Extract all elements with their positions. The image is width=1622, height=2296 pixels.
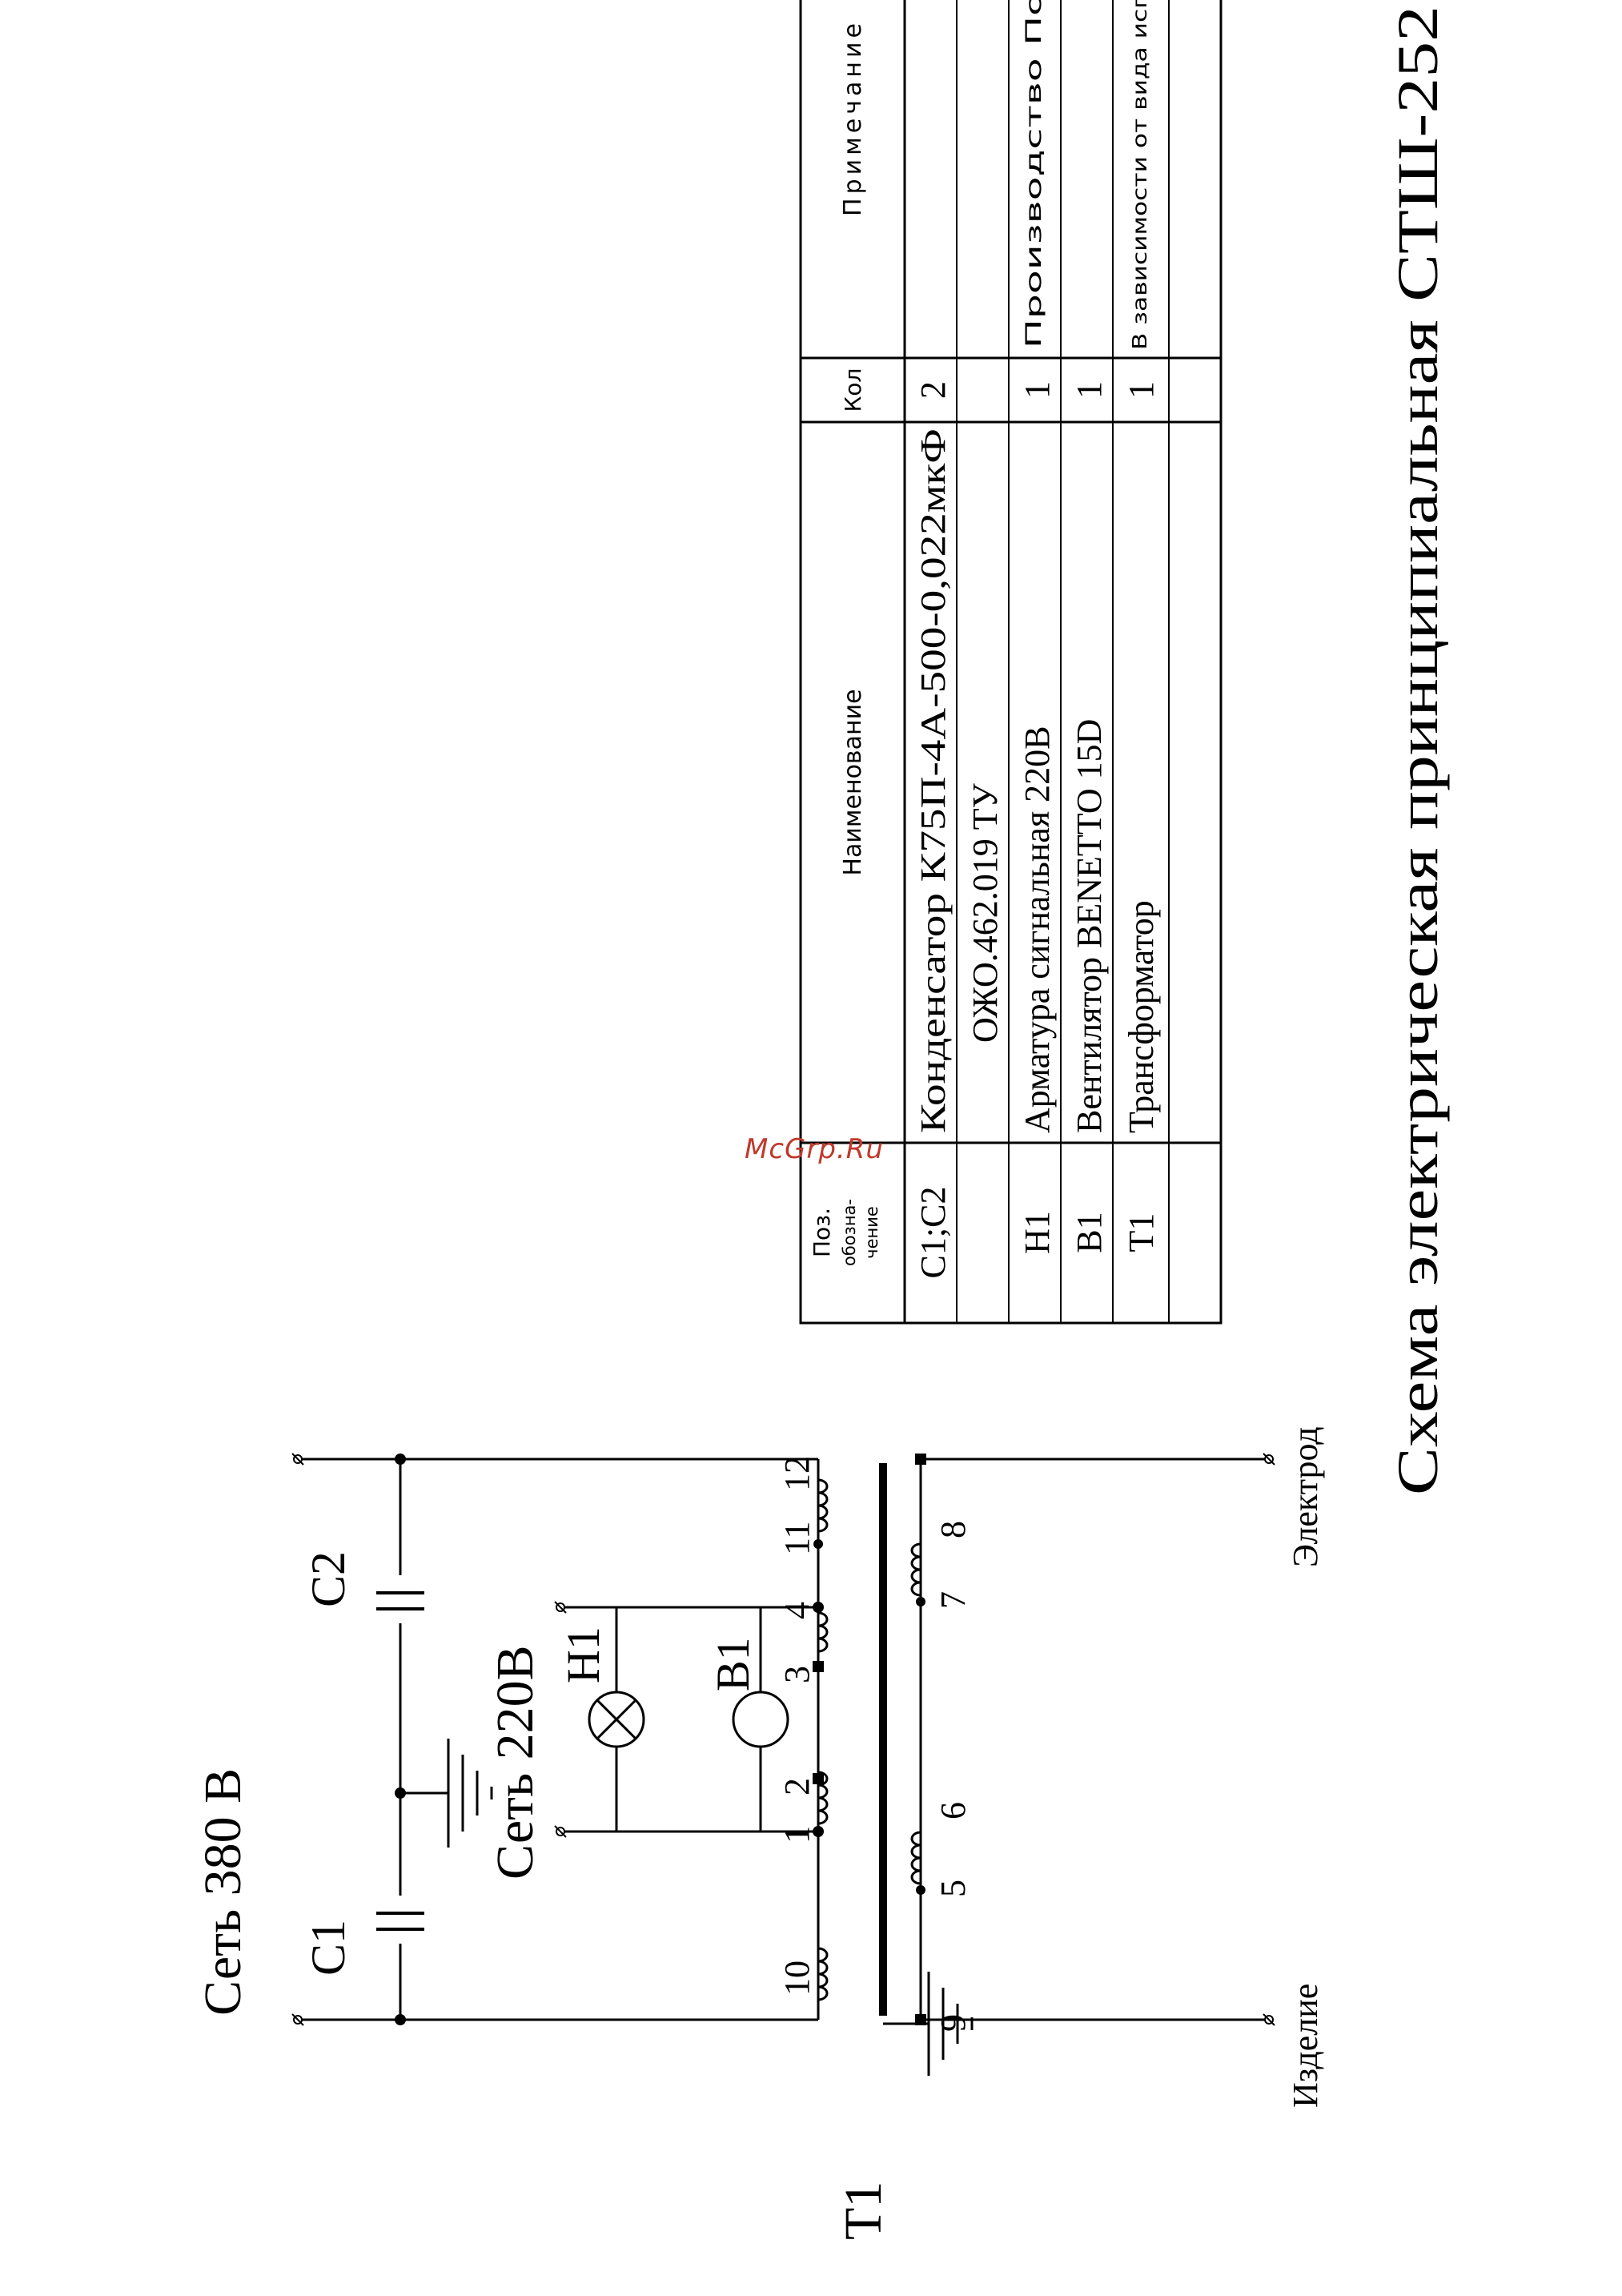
bom-table: [799, 0, 1223, 1325]
winding-terminal-number: 8: [933, 1521, 973, 1538]
terminal-icon: [1263, 1453, 1275, 1466]
bom-cell-name: Трансформатор: [1122, 900, 1161, 1133]
terminal-icon: [291, 2013, 304, 2026]
junction-dots: [395, 1454, 926, 2025]
terminal-icon: [1263, 2013, 1275, 2026]
bom-header-pos: чение: [862, 1206, 881, 1259]
bom-cell-pos: T1: [1122, 1213, 1161, 1253]
label-h1: H1: [557, 1627, 609, 1683]
bom-cell-pos: H1: [1018, 1211, 1057, 1254]
watermark: McGrp.Ru: [745, 1133, 884, 1165]
capacitor-c2: [376, 1575, 424, 1623]
bom-cell-note: Производство Польша: [1022, 0, 1046, 348]
bom-cell-name: Арматура сигнальная 220В: [1018, 726, 1057, 1134]
bom-cell-pos: B1: [1070, 1212, 1109, 1253]
winding-terminal-number: 10: [777, 1960, 817, 1996]
winding-terminal-number: 1: [777, 1826, 817, 1844]
bom-cell-name: Конденсатор К75П-4А-500-0,022мкФ: [913, 428, 953, 1133]
winding-terminal-number: 4: [777, 1602, 817, 1619]
lamp-h1-icon: [588, 1691, 645, 1748]
bom-table-border: [799, 0, 1223, 1325]
capacitor-c1: [376, 1896, 424, 1944]
bom-header-pos: обозна-: [840, 1199, 859, 1266]
winding-terminal-number: 7: [933, 1591, 973, 1609]
bom-cell-note: В зависимости от вида исполнения: [1128, 0, 1151, 350]
bom-header-pos: Поз.: [809, 1208, 835, 1257]
label-b1: B1: [707, 1637, 759, 1691]
fan-b1-icon: [732, 1691, 789, 1748]
diagram-title: Схема электрическая принципиальная СТШ-2…: [1386, 6, 1450, 1495]
winding-terminal-number: 5: [933, 1880, 973, 1897]
secondary-coils: [910, 1542, 921, 1885]
bom-cell-qty: 2: [913, 381, 953, 399]
label-product: Изделие: [1286, 1984, 1325, 2108]
bom-header-note: Примечание: [839, 19, 867, 216]
label-c2: C2: [302, 1551, 355, 1607]
label-electrode: Электрод: [1286, 1426, 1325, 1567]
terminal-icon: [291, 1453, 304, 1466]
winding-terminal-number: 12: [777, 1456, 817, 1491]
bom-header-name: Наименование: [839, 689, 867, 875]
bom-cell-name: Вентилятор BENETTO 15D: [1070, 719, 1109, 1133]
winding-terminal-number: 2: [777, 1778, 817, 1795]
primary-coils: [817, 1478, 829, 2001]
label-mains-220: Сеть 220В: [486, 1645, 544, 1880]
bom-cell-qty: 1: [1070, 381, 1109, 399]
bom-cell-qty: 1: [1018, 381, 1057, 399]
winding-terminal-number: 6: [933, 1802, 973, 1820]
circuit: [296, 1458, 1269, 2076]
winding-terminal-number: 11: [777, 1522, 817, 1555]
winding-terminal-number: 9: [933, 2014, 973, 2032]
terminal-icon: [554, 1601, 567, 1614]
label-mains-380: Сеть 380 В: [194, 1768, 252, 2016]
terminal-icon: [554, 1825, 567, 1838]
winding-terminal-number: 3: [777, 1666, 817, 1683]
bom-header-qty: Кол: [840, 368, 866, 412]
label-t1: T1: [834, 2181, 893, 2240]
bom-cell-name: ОЖО.462.019 ТУ: [966, 782, 1005, 1043]
label-c1: C1: [302, 1920, 355, 1976]
bom-cell-qty: 1: [1122, 381, 1161, 399]
bom-cell-pos: C1;C2: [913, 1187, 953, 1279]
